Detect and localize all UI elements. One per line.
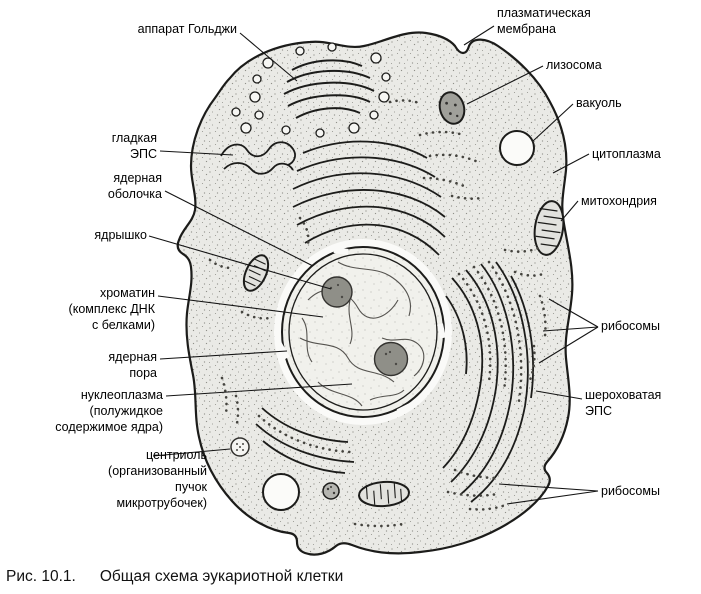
leader-nucleoplasm	[165, 383, 353, 397]
leader-nucleolus	[148, 235, 332, 290]
figure-caption: Рис. 10.1. Общая схема эукариотной клетки	[6, 568, 343, 586]
leader-mitochondrion	[560, 200, 579, 222]
vacuole	[499, 130, 535, 166]
leader-vacuole	[532, 103, 574, 142]
label-nuclear-envelope: ядерная оболочка	[107, 171, 162, 201]
label-cytoplasm: цитоплазма	[592, 147, 661, 161]
nucleolus-bodies	[321, 276, 409, 377]
leader-chromatin	[157, 295, 324, 318]
label-nuclear-pore: ядерная пора	[108, 350, 157, 380]
rough-er	[442, 260, 534, 503]
leader-ribosomes-lower-1	[498, 483, 599, 492]
leader-lines	[148, 25, 599, 505]
nuclear-envelope-inner	[288, 253, 438, 411]
label-centriole: центриоль (организованный пучок микротру…	[108, 448, 207, 510]
chromatin-strands	[299, 261, 425, 407]
ribosome-dots	[208, 99, 547, 528]
label-rough-er: шероховатая ЭПС	[585, 388, 662, 418]
label-ribosomes-lower: рибосомы	[601, 484, 660, 498]
leader-centriole	[152, 448, 231, 457]
smooth-er	[220, 141, 296, 175]
caption-number: Рис. 10.1.	[6, 568, 76, 585]
leader-nuclear-pore	[159, 350, 288, 360]
leader-smooth-er	[159, 150, 234, 156]
leader-ribosomes-upper-3	[538, 326, 599, 364]
label-nucleoplasm: нуклеоплазма (полужидкое содержимое ядра…	[55, 388, 163, 434]
nucleus	[274, 239, 452, 425]
mitochondrion	[358, 480, 410, 508]
label-plasma-membrane: плазматическая мембрана	[497, 6, 591, 36]
golgi-apparatus	[231, 42, 391, 138]
label-golgi: аппарат Гольджи	[137, 22, 237, 36]
centriole	[230, 437, 250, 457]
label-ribosomes-upper: рибосомы	[601, 319, 660, 333]
leader-rough-er	[535, 390, 583, 400]
leader-ribosomes-upper-1	[548, 298, 599, 328]
leader-nuclear-envelope	[164, 190, 314, 267]
lysosome	[438, 91, 466, 125]
label-vacuole: вакуоль	[576, 96, 622, 110]
label-chromatin: хроматин (комплекс ДНК с белками)	[68, 286, 155, 332]
leader-lysosome	[466, 65, 544, 105]
leader-plasma-membrane	[463, 25, 495, 46]
leader-cytoplasm	[552, 153, 590, 174]
leader-ribosomes-lower-2	[506, 490, 599, 505]
label-smooth-er: гладкая ЭПС	[111, 131, 157, 161]
vacuole	[262, 473, 300, 511]
leader-golgi	[239, 32, 298, 82]
label-nucleolus: ядрышко	[94, 228, 147, 242]
leader-ribosomes-upper-2	[542, 326, 599, 332]
golgi-vesicles	[231, 42, 391, 138]
er-cisternae-upper	[292, 140, 446, 256]
label-lysosome: лизосома	[546, 58, 602, 72]
label-mitochondrion: митохондрия	[581, 194, 657, 208]
peroxisome	[322, 482, 340, 500]
caption-title: Общая схема эукариотной клетки	[99, 568, 344, 585]
er-cisternae-lower	[255, 407, 355, 474]
